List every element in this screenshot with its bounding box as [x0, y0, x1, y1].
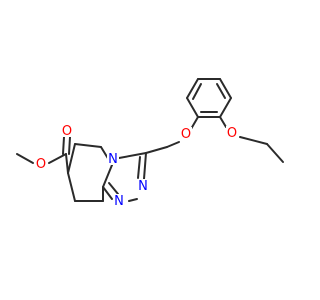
atom-n-triazole-a-label: N: [138, 179, 148, 194]
bond-o-ch2: [166, 141, 180, 148]
bond-c3-n2: [143, 152, 147, 180]
atom-o-carbonyl: O: [61, 124, 73, 139]
bond-carbonyl-double-a: [68, 136, 71, 155]
bond-c5-c6: [74, 143, 102, 148]
bond-n1-c9a: [102, 186, 113, 200]
bond-benzene-6: [219, 97, 232, 118]
bond-carbonyl-c-o: [48, 153, 67, 164]
atom-o-ester-label: O: [36, 157, 46, 172]
atom-n-ring-label: N: [108, 152, 118, 167]
chemical-structure-diagram: O O O O N N N: [16, 78, 284, 209]
bond-o-methyl: [16, 153, 34, 164]
atom-o-ester: O: [35, 157, 47, 172]
bond-benzene-inner-1: [192, 83, 202, 100]
atom-n-triazole-b-label: N: [114, 194, 124, 209]
bond-benzene-2: [186, 97, 199, 118]
bond-ch2-c3: [145, 146, 168, 154]
atom-o-ether-link: O: [180, 127, 192, 142]
bond-c7-carbonyl-c: [65, 153, 69, 174]
atom-n-ring: N: [107, 152, 119, 167]
atom-o-ethoxy-label: O: [227, 126, 237, 141]
bond-n1-n2: [128, 198, 138, 202]
bond-benzene-5: [219, 78, 232, 99]
bond-c3-n4: [118, 152, 147, 159]
atom-o-carbonyl-label: O: [62, 124, 72, 139]
bond-benzene-inner-2: [216, 83, 226, 99]
bond-aryl-o: [190, 116, 199, 130]
bond-ethyl-ch2: [239, 136, 268, 145]
bond-lines: [16, 78, 284, 202]
bond-carbonyl-double-b: [62, 136, 65, 155]
bond-c9a-n4: [102, 164, 113, 188]
bond-c3-n2-double: [137, 156, 141, 179]
bond-c7-c8: [67, 172, 76, 202]
bond-c6-c7: [67, 143, 76, 174]
atom-n-triazole-a: N: [137, 179, 149, 194]
atom-o-ether-link-label: O: [181, 127, 191, 142]
bond-benzene-3: [186, 78, 199, 99]
bond-ethyl-ch3: [266, 143, 284, 163]
bond-ethoxy-o-aryl: [219, 116, 227, 128]
atom-n-triazole-b: N: [113, 194, 125, 209]
bond-n1-c9a-double: [108, 182, 119, 195]
atom-labels: O O O O N N N: [35, 124, 238, 209]
atom-o-ethoxy: O: [226, 126, 238, 141]
